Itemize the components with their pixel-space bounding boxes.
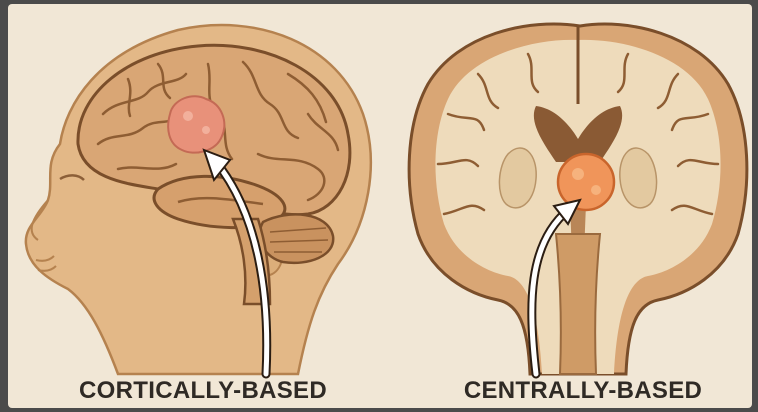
brain-illustrations xyxy=(8,4,752,408)
centrally-based-label: CENTRALLY-BASED xyxy=(418,374,748,408)
cortical-lesion xyxy=(168,96,224,152)
lateral-head-illustration xyxy=(26,25,371,374)
left-basal-ganglia xyxy=(499,148,536,208)
right-basal-ganglia xyxy=(620,148,657,208)
cerebellum xyxy=(260,214,334,262)
cortically-based-label: CORTICALLY-BASED xyxy=(38,374,368,408)
illustration-panel: CORTICALLY-BASED CENTRALLY-BASED xyxy=(8,4,752,408)
coronal-brain-illustration xyxy=(409,24,747,374)
central-lesion xyxy=(558,154,614,210)
lesion-texture xyxy=(591,185,601,195)
lesion-texture xyxy=(183,111,193,121)
lesion-texture xyxy=(202,126,210,134)
coronal-brainstem xyxy=(556,234,600,374)
lesion-texture xyxy=(572,168,584,180)
